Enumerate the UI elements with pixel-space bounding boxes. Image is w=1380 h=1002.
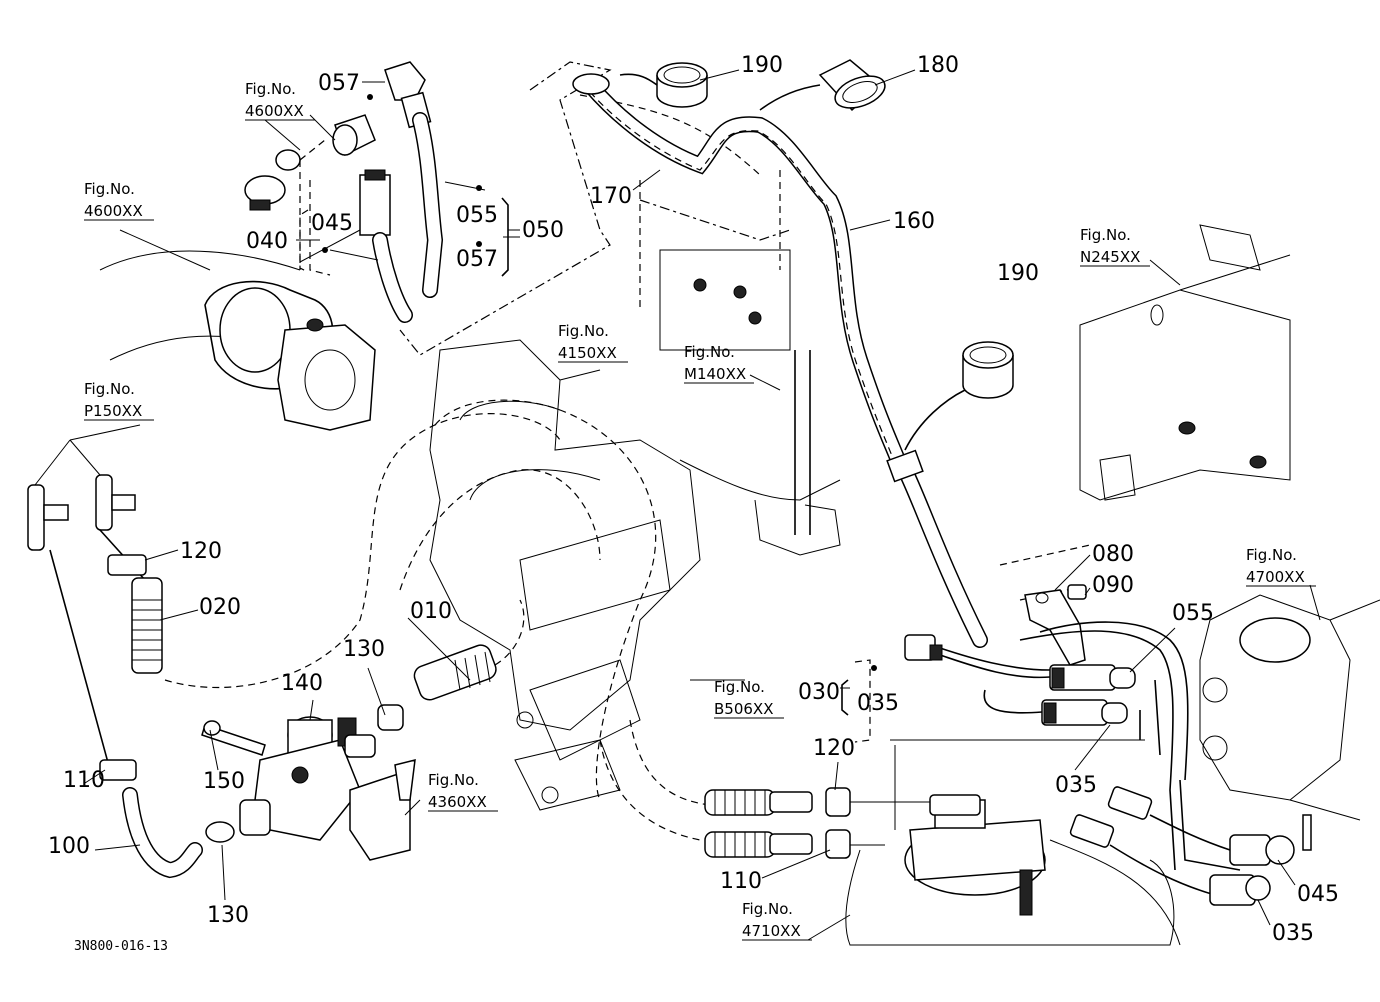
callout-labels: 057 045 040 055 057 050 190 180 170 160 190 120 020 0…	[48, 53, 1339, 946]
callout-040: 040	[246, 229, 288, 254]
fig-ref-code: M140XX	[684, 365, 746, 383]
callout-140: 140	[281, 671, 323, 696]
fig-ref-4600XX: Fig.No. 4600XX	[84, 180, 154, 221]
fig-ref-label: Fig.No.	[428, 771, 479, 789]
fig-ref-4360XX: Fig.No. 4360XX	[428, 771, 498, 812]
callout-100: 100	[48, 834, 90, 859]
sensor-group-top	[244, 61, 444, 323]
fig-ref-B506XX: Fig.No. B506XX	[714, 678, 784, 719]
background-structures	[99, 170, 1380, 946]
fig-ref-label: Fig.No.	[1246, 546, 1297, 564]
fig-ref-4600XX: Fig.No. 4600XX	[245, 80, 315, 121]
brackets	[299, 197, 849, 716]
clamp-190-top	[656, 62, 708, 108]
callout-050: 050	[522, 218, 564, 243]
fig-ref-4700XX: Fig.No. 4700XX	[1246, 546, 1316, 587]
fig-ref-code: 4600XX	[84, 202, 143, 220]
fig-ref-code: B506XX	[714, 700, 773, 718]
fig-ref-label: Fig.No.	[558, 322, 609, 340]
ref-dots	[322, 94, 877, 671]
callout-180: 180	[917, 53, 959, 78]
callout-130: 130	[343, 637, 385, 662]
callout-045: 045	[311, 211, 353, 236]
fig-ref-label: Fig.No.	[742, 900, 793, 918]
callout-150: 150	[203, 769, 245, 794]
callout-035: 035	[1055, 773, 1097, 798]
callout-035: 035	[1272, 921, 1314, 946]
hose-160-170	[572, 73, 988, 648]
callout-010: 010	[410, 599, 452, 624]
callout-035: 035	[857, 691, 899, 716]
fig-ref-code: 4150XX	[558, 344, 617, 362]
fig-ref-code: 4710XX	[742, 922, 801, 940]
fig-ref-label: Fig.No.	[84, 380, 135, 398]
callout-057: 057	[456, 247, 498, 272]
fig-ref-N245XX: Fig.No. N245XX	[1080, 226, 1150, 267]
callout-120: 120	[180, 539, 222, 564]
fig-ref-4150XX: Fig.No. 4150XX	[558, 322, 628, 363]
callout-030: 030	[798, 680, 840, 705]
fig-ref-label: Fig.No.	[1080, 226, 1131, 244]
callout-190: 190	[997, 261, 1039, 286]
callout-130: 130	[207, 903, 249, 928]
callout-190: 190	[741, 53, 783, 78]
fig-ref-label: Fig.No.	[84, 180, 135, 198]
callout-055: 055	[1172, 601, 1214, 626]
callout-055: 055	[456, 203, 498, 228]
assembly-outlines	[164, 61, 1091, 841]
leader-lines	[34, 69, 1321, 941]
fig-ref-P150XX: Fig.No. P150XX	[84, 380, 154, 421]
left-parts	[27, 474, 203, 879]
callout-110: 110	[720, 869, 762, 894]
diagram-code: 3N800-016-13	[74, 939, 168, 954]
fig-ref-M140XX: Fig.No. M140XX	[684, 343, 754, 384]
callout-045: 045	[1297, 882, 1339, 907]
callout-170: 170	[590, 184, 632, 209]
right-sensor-group	[904, 584, 1312, 906]
clamps-top	[619, 59, 1014, 451]
fig-ref-label: Fig.No.	[714, 678, 765, 696]
callout-120: 120	[813, 736, 855, 761]
fig-ref-code: N245XX	[1080, 248, 1140, 266]
callout-160: 160	[893, 209, 935, 234]
callout-090: 090	[1092, 573, 1134, 598]
fig-ref-code: 4700XX	[1246, 568, 1305, 586]
fig-ref-4710XX: Fig.No. 4710XX	[742, 900, 812, 941]
clamp-190-mid	[962, 341, 1014, 399]
callout-057: 057	[318, 71, 360, 96]
callout-020: 020	[199, 595, 241, 620]
valve-140-group	[201, 644, 497, 861]
callout-080: 080	[1092, 542, 1134, 567]
fig-ref-label: Fig.No.	[245, 80, 296, 98]
fig-ref-label: Fig.No.	[684, 343, 735, 361]
fig-ref-code: 4360XX	[428, 793, 487, 811]
fig-ref-code: P150XX	[84, 402, 142, 420]
lower-hoses	[704, 787, 981, 859]
callout-110: 110	[63, 768, 105, 793]
clamp-180	[818, 59, 886, 112]
fig-ref-code: 4600XX	[245, 102, 304, 120]
